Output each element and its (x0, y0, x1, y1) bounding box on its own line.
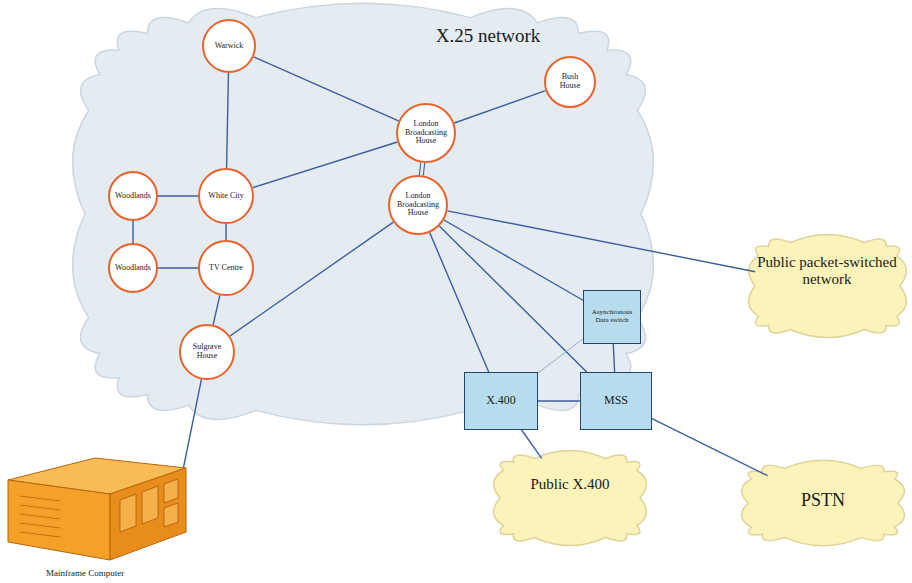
computer-panel (142, 486, 158, 524)
external-cloud: Public packet-switched network (745, 232, 910, 340)
vent-slot (20, 523, 60, 528)
node-label: Woodlands (115, 192, 151, 201)
node-label: London Broadcasting House (404, 120, 448, 146)
connector-line (522, 430, 542, 458)
mainframe-illustration (0, 438, 200, 583)
connector-line (652, 419, 768, 476)
vent-slot (20, 514, 60, 519)
system-box: MSS (580, 372, 652, 430)
node-label: Public X.400 (520, 476, 620, 493)
node-label: Woodlands (115, 264, 151, 273)
connector-line (158, 267, 198, 268)
site-circle: Woodlands (108, 171, 158, 221)
node-label: MSS (604, 394, 628, 407)
vent-slot (20, 532, 60, 537)
cloud-shape (742, 460, 905, 545)
network-cloud: X.25 networkWarwickBush HouseLondon Broa… (68, 0, 658, 428)
cloud-shape (749, 234, 907, 337)
system-box: X.400 (464, 372, 538, 430)
computer-panel (164, 479, 178, 503)
node-label: Sulgrave House (187, 343, 228, 361)
site-circle: London Broadcasting House (396, 103, 456, 163)
node-label: London Broadcasting House (396, 192, 440, 218)
computer-panel (164, 503, 178, 527)
connector-line (132, 221, 133, 243)
computer-panel (110, 468, 186, 560)
external-cloud: Public X.400 (490, 448, 650, 548)
node-label: Mainframe Computer (46, 569, 124, 579)
computer-panel (120, 494, 136, 532)
cloud-shape (494, 450, 647, 545)
site-circle: TV Centre (198, 240, 254, 296)
cloud-shape (73, 3, 654, 425)
node-label: X.400 (486, 394, 516, 407)
node-label: White City (208, 192, 243, 201)
site-circle: Bush House (544, 56, 596, 108)
node-label: Warwick (215, 42, 244, 51)
vent-slot (20, 496, 60, 501)
vent-slot (20, 505, 60, 510)
node-label: X.25 network (388, 26, 588, 47)
node-label: Asynchronous Data switch (588, 309, 636, 324)
switch-box: Asynchronous Data switch (583, 290, 641, 344)
external-cloud: PSTN (738, 458, 908, 548)
site-circle: London Broadcasting House (388, 175, 448, 235)
connector-line (225, 224, 226, 240)
cloud-outline (490, 448, 650, 548)
site-circle: White City (198, 168, 254, 224)
connector-line (538, 400, 580, 401)
node-label: PSTN (773, 491, 873, 511)
site-circle: Woodlands (108, 243, 158, 293)
computer-panel (8, 480, 110, 560)
site-circle: Sulgrave House (179, 324, 235, 380)
connector-line (158, 195, 198, 196)
site-circle: Warwick (202, 19, 256, 73)
node-label: Public packet-switched network (757, 254, 897, 287)
node-label: TV Centre (209, 264, 243, 273)
node-label: Bush House (551, 73, 589, 91)
mainframe-computer: Mainframe Computer (0, 438, 200, 583)
